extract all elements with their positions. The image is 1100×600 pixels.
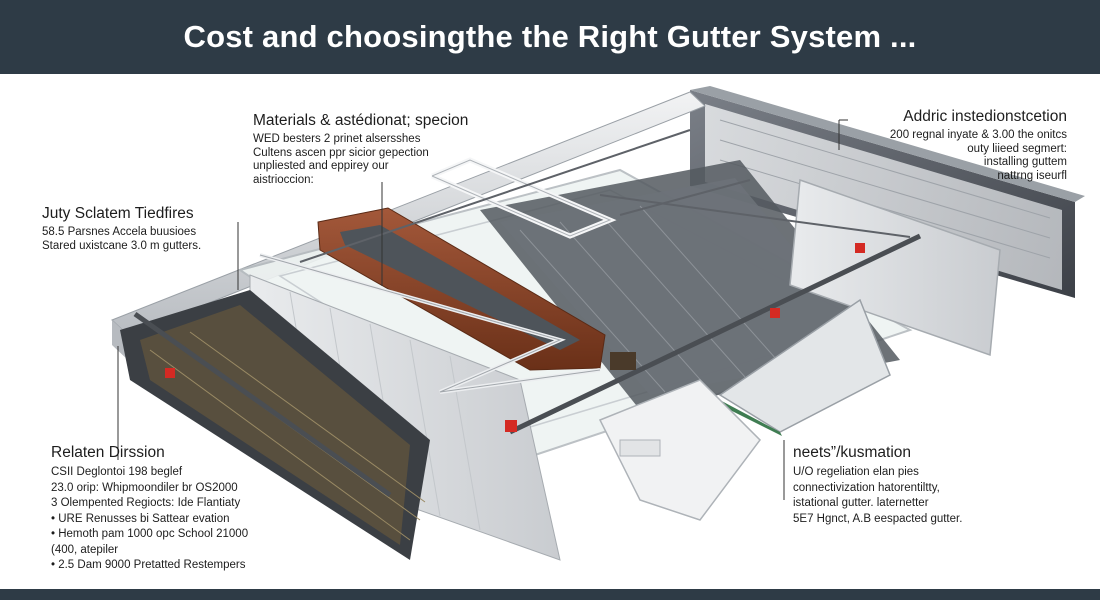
callout-leaders [117,119,848,500]
hanger-rods [133,129,922,498]
callout-line: U/O regeliation elan pies [793,466,919,478]
footer-bar [0,589,1100,600]
callout-line: unpliested and eppirey our [253,160,389,172]
callout-line: Cultens ascen ppr sicior gepection [253,146,429,159]
callout-line: 200 regnal inyate & 3.00 the onitcs [889,129,1067,141]
callout-line: 5E7 Hgnct, A.B eespacted gutter. [793,512,963,525]
callout-title: Materials & astédionat; specion [253,112,469,129]
callout-line: (400, atepiler [51,543,119,556]
callout-line: connectivization hatorentiltty, [793,481,940,494]
callout-line: WED besters 2 prinet alsersshes [253,133,421,145]
downpipe-assembly [598,379,761,521]
right-downspout-box [714,178,1001,436]
callout-customization: neets”/kusmation U/O regeliation elan pi… [793,444,962,527]
wooden-beam [317,207,606,371]
callout-line: 58.5 Parsnes Accela buusioes [42,226,197,238]
callout-line: aistrioccion: [253,173,314,186]
gutter-system-illustration [111,86,1085,561]
callout-dimensions: Relaten Dirssion CSII Deglontoi 198 begl… [51,444,248,574]
callout-materials: Materials & astédionat; specion WED best… [253,112,468,187]
page-title: Cost and choosingthe the Right Gutter Sy… [183,19,917,54]
callout-title: Relaten Dirssion [51,444,165,461]
callout-line: 3 Olempented Regiocts: Ide Flantiaty [51,497,241,509]
callout-title: Addric instedionstcetion [903,108,1067,125]
callout-line: installing guttem [983,156,1067,168]
callout-line: • URE Renusses bi Sattear evation [51,512,230,525]
header-bar: Cost and choosingthe the Right Gutter Sy… [0,0,1100,74]
callout-line: CSII Deglontoi 198 beglef [51,466,183,478]
callout-installation: Addric instedionstcetion 200 regnal inya… [890,108,1067,183]
red-bracket-clips [165,243,865,432]
guide-rails [259,157,617,394]
callout-line: • Hemoth pam 1000 opc School 21000 [51,528,249,540]
callout-line: Stared uxistcane 3.0 m gutters. [42,239,202,252]
callout-line: outy liieed segmert: [967,142,1067,155]
callout-line: • 2.5 Dam 9000 Pretatted Restempers [51,559,246,571]
callout-system-features: Juty Sclatem Tiedfires 58.5 Parsnes Acce… [42,205,201,253]
callout-line: nattrng iseurfl [997,169,1067,182]
callout-line: 23.0 orip: Whipmoondiler br OS2000 [51,481,238,494]
callout-title: neets”/kusmation [793,444,912,461]
callout-line: istational gutter. laternetter [793,497,929,509]
callout-title: Juty Sclatem Tiedfires [42,205,194,222]
